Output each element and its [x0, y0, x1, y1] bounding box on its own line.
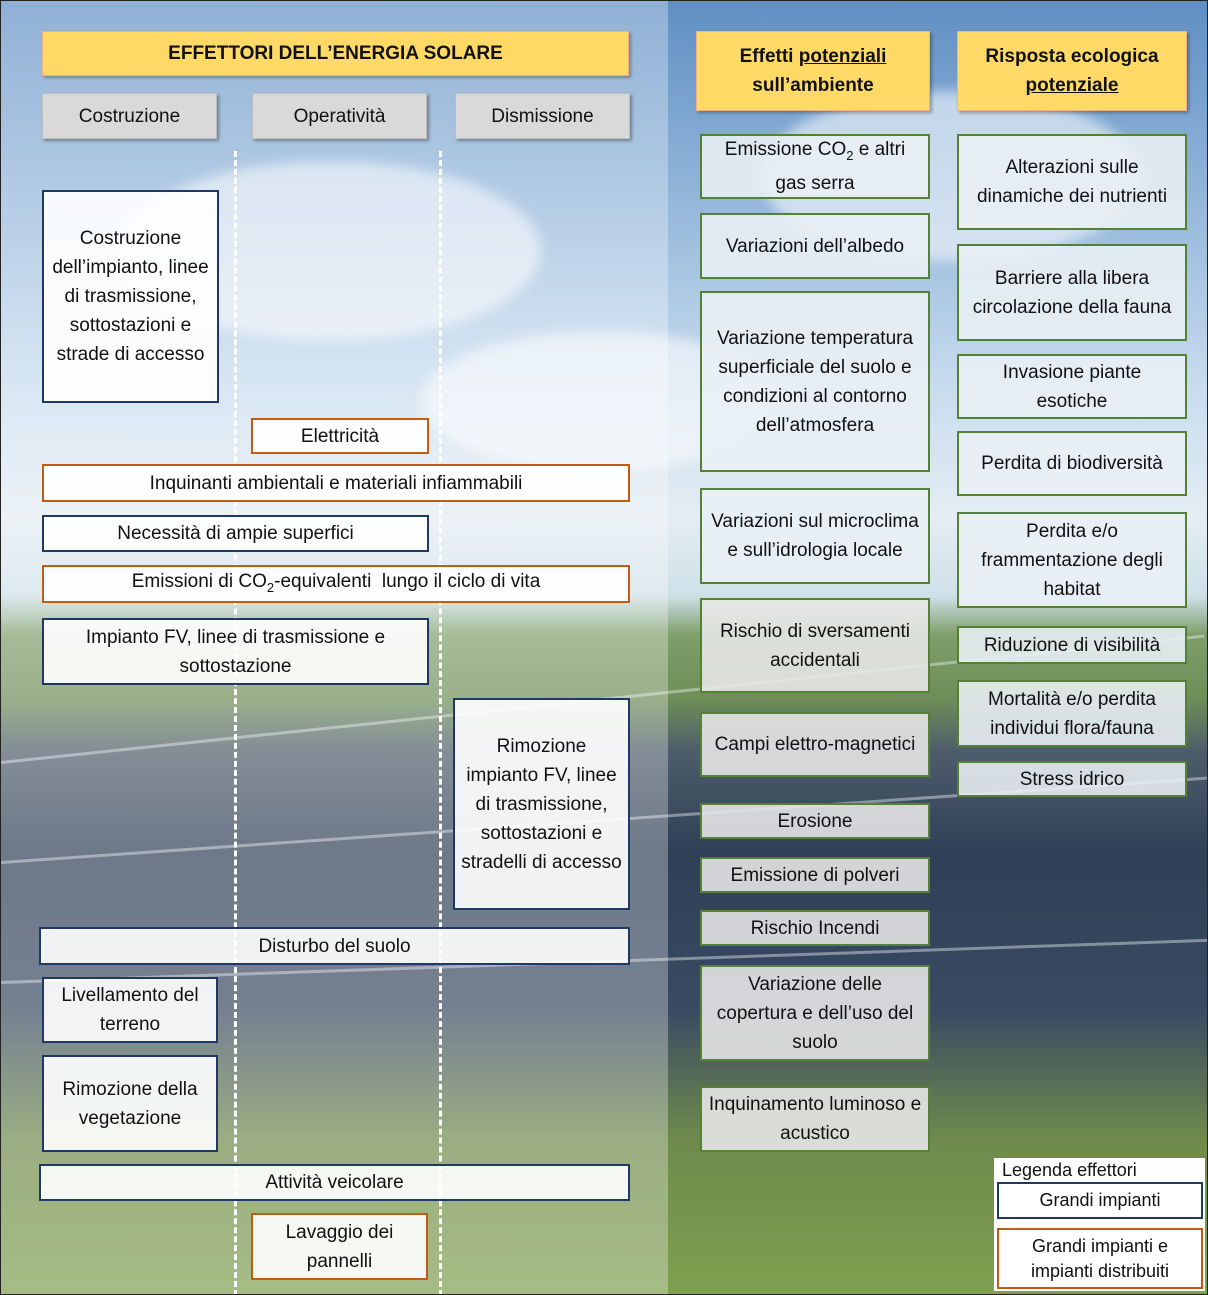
response-label: Perdita e/o frammentazione degli habitat: [981, 520, 1163, 600]
phase-dismissione: Dismissione: [455, 93, 630, 139]
emissioni-prefix: Emissioni di CO: [131, 570, 267, 592]
response-habitat: Perdita e/o frammentazione degli habitat: [957, 512, 1187, 608]
effect-label: Rischio di sversamenti accidentali: [719, 620, 911, 671]
phase-label: Operatività: [293, 105, 386, 127]
effect-label: Inquinamento luminoso e acustico: [708, 1094, 922, 1144]
co2-suffix: e altri gas serra: [775, 138, 911, 195]
effector-costruzione-impianto: Costruzione dell’impianto, linee di tras…: [42, 190, 219, 403]
effect-label: Emissione di polveri: [730, 864, 900, 886]
effect-label: Campi elettro-magnetici: [714, 734, 916, 755]
effect-label: Emissione CO2 e altri gas serra: [708, 135, 922, 199]
phase-label: Dismissione: [491, 105, 594, 127]
response-label: Riduzione di visibilità: [983, 634, 1161, 656]
effect-label: Variazione temperatura superficiale del …: [716, 327, 914, 436]
response-invasione: Invasione piante esotiche: [957, 354, 1187, 419]
effect-polveri: Emissione di polveri: [700, 857, 930, 893]
effect-inquinamento: Inquinamento luminoso e acustico: [700, 1086, 930, 1152]
effectors-header: EFFETTORI DELL’ENERGIA SOLARE: [42, 31, 629, 76]
effector-lavaggio: Lavaggio dei pannelli: [251, 1213, 428, 1280]
effectors-title: EFFETTORI DELL’ENERGIA SOLARE: [168, 43, 503, 64]
effect-label: Variazione delle copertura e dell’uso de…: [716, 973, 914, 1053]
effector-attivita-veicolare: Attività veicolare: [39, 1164, 630, 1201]
effect-albedo: Variazioni dell’albedo: [700, 213, 930, 279]
co2-prefix: Emissione CO: [724, 138, 847, 160]
effector-impianto-fv: Impianto FV, linee di trasmissione e sot…: [42, 618, 429, 685]
effect-copertura: Variazione delle copertura e dell’uso de…: [700, 965, 930, 1061]
response-title-line1: Risposta ecologica: [985, 46, 1159, 67]
effector-label: Rimozione della vegetazione: [62, 1078, 198, 1129]
legend-title: Legenda effettori: [1002, 1160, 1137, 1180]
phase-divider: [439, 151, 442, 1294]
effects-title-line2: sull’ambiente: [752, 75, 874, 96]
response-label: Alterazioni sulle dinamiche dei nutrient…: [976, 157, 1168, 207]
effector-label: Disturbo del suolo: [258, 935, 411, 957]
effector-inquinanti: Inquinanti ambientali e materiali infiam…: [42, 464, 630, 502]
effector-label: Attività veicolare: [265, 1172, 404, 1193]
legend-label: Grandi impianti e impianti distribuiti: [1030, 1235, 1170, 1281]
response-nutrienti: Alterazioni sulle dinamiche dei nutrient…: [957, 134, 1187, 230]
effect-temperatura: Variazione temperatura superficiale del …: [700, 291, 930, 472]
effect-sversamenti: Rischio di sversamenti accidentali: [700, 598, 930, 693]
response-label: Perdita di biodiversità: [981, 453, 1163, 474]
effector-label: Lavaggio dei pannelli: [285, 1221, 394, 1272]
effect-microclima: Variazioni sul microclima e sull’idrolog…: [700, 488, 930, 584]
effector-rimozione-vegetazione: Rimozione della vegetazione: [42, 1055, 218, 1152]
response-label: Barriere alla libera circolazione della …: [972, 267, 1172, 318]
effect-label: Variazioni dell’albedo: [725, 235, 905, 257]
response-barriere: Barriere alla libera circolazione della …: [957, 244, 1187, 341]
emissioni-suffix: -equivalenti lungo il ciclo di vita: [274, 570, 541, 592]
response-mortalita: Mortalità e/o perdita individui flora/fa…: [957, 680, 1187, 747]
effect-incendi: Rischio Incendi: [700, 910, 930, 946]
effector-label: Livellamento del terreno: [61, 985, 199, 1035]
phase-divider: [234, 151, 237, 1294]
effector-label: Emissioni di CO2-equivalenti lungo il ci…: [132, 567, 541, 602]
effect-label: Variazioni sul microclima e sull’idrolog…: [711, 511, 919, 561]
response-biodiversita: Perdita di biodiversità: [957, 431, 1187, 496]
response-visibilita: Riduzione di visibilità: [957, 626, 1187, 664]
effects-title-underlined: potenziali: [798, 46, 887, 67]
emissioni-subscript: 2: [266, 579, 275, 595]
effect-co2: Emissione CO2 e altri gas serra: [700, 134, 930, 199]
effect-label: Rischio Incendi: [750, 917, 880, 939]
response-title-underlined: potenziale: [1025, 75, 1119, 96]
response-stress: Stress idrico: [957, 761, 1187, 797]
effector-label: Rimozione impianto FV, linee di trasmiss…: [461, 735, 622, 873]
response-label: Invasione piante esotiche: [1002, 361, 1142, 412]
effector-disturbo-suolo: Disturbo del suolo: [39, 927, 630, 965]
effector-label: Costruzione dell’impianto, linee di tras…: [52, 228, 209, 365]
effect-erosione: Erosione: [700, 803, 930, 839]
response-label: Stress idrico: [1019, 768, 1125, 790]
effects-title-prefix: Effetti: [739, 46, 799, 67]
effector-label: Necessità di ampie superfici: [117, 523, 354, 544]
effector-label: Impianto FV, linee di trasmissione e sot…: [85, 626, 386, 677]
effector-superfici: Necessità di ampie superfici: [42, 515, 429, 552]
legend-large-and-distributed: Grandi impianti e impianti distribuiti: [997, 1228, 1203, 1289]
phase-operativita: Operatività: [252, 93, 427, 139]
legend: Legenda effettori Grandi impianti Grandi…: [994, 1158, 1205, 1291]
effect-label: Erosione: [777, 810, 853, 832]
legend-label: Grandi impianti: [1039, 1190, 1161, 1210]
effector-emissioni-co2: Emissioni di CO2-equivalenti lungo il ci…: [42, 565, 630, 603]
effects-title-line1: Effetti potenziali: [740, 42, 887, 71]
effector-label: Inquinanti ambientali e materiali infiam…: [149, 472, 523, 494]
response-label: Mortalità e/o perdita individui flora/fa…: [988, 688, 1156, 739]
effector-label: Elettricità: [300, 425, 380, 447]
co2-subscript: 2: [846, 147, 854, 163]
effects-header: Effetti potenziali sull’ambiente: [696, 31, 930, 111]
effector-livellamento: Livellamento del terreno: [42, 977, 218, 1043]
effect-campi: Campi elettro-magnetici: [700, 712, 930, 777]
legend-large-plants: Grandi impianti: [997, 1182, 1203, 1219]
effector-rimozione-impianto: Rimozione impianto FV, linee di trasmiss…: [453, 698, 630, 910]
phase-label: Costruzione: [78, 105, 181, 127]
response-header: Risposta ecologica potenziale: [957, 31, 1187, 111]
effector-elettricita: Elettricità: [251, 418, 429, 454]
phase-costruzione: Costruzione: [42, 93, 217, 139]
